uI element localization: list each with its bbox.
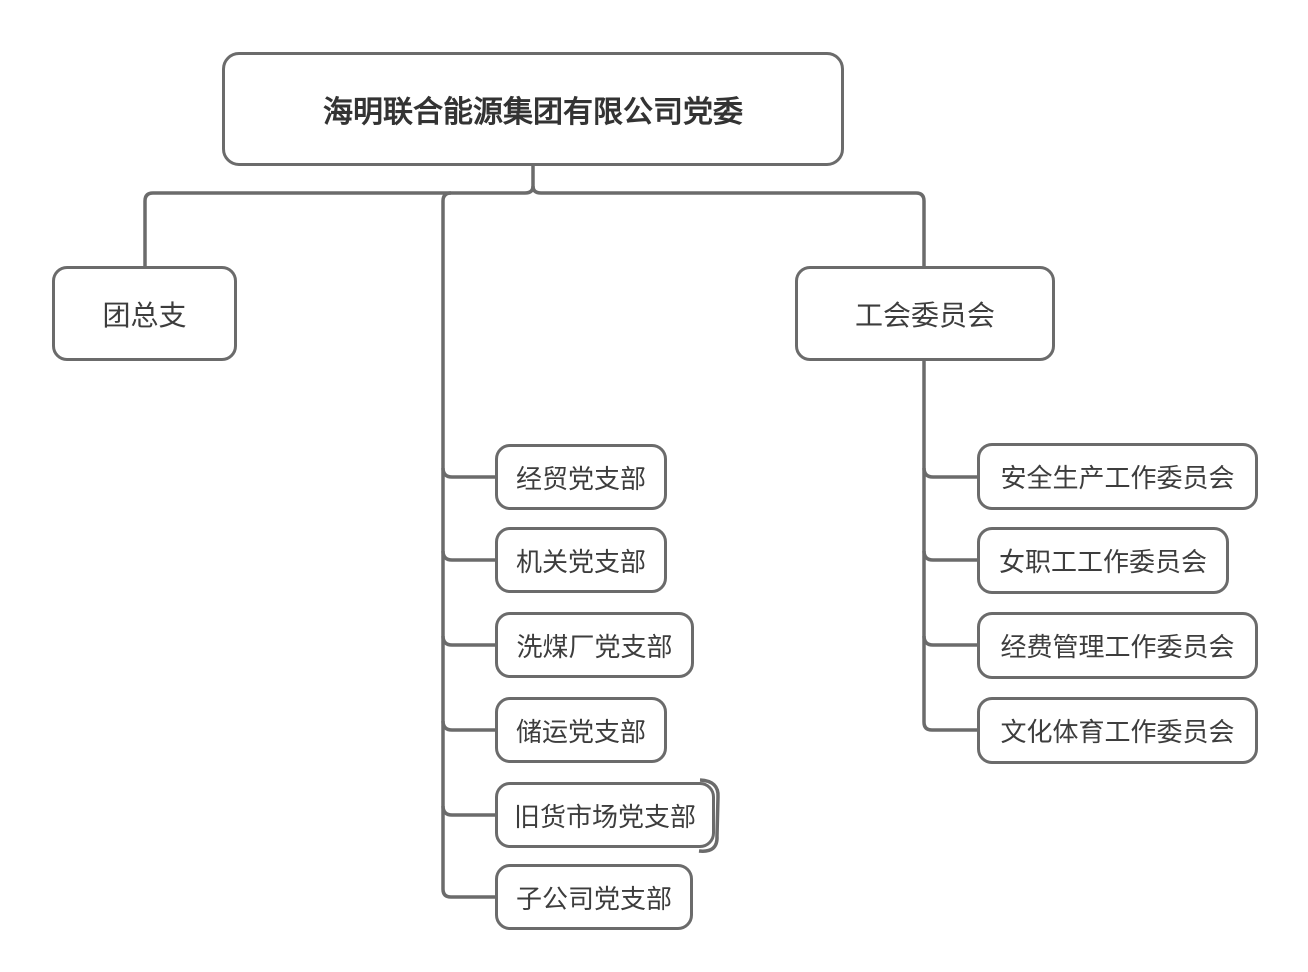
node-party-branch-4-label: 旧货市场党支部 <box>513 801 696 832</box>
node-party-branch-5[interactable]: 子公司党支部 <box>495 864 693 930</box>
node-party-branch-1[interactable]: 机关党支部 <box>495 527 667 593</box>
node-party-branch-3-label: 储运党支部 <box>515 716 646 747</box>
node-union-sub-1[interactable]: 女职工工作委员会 <box>977 527 1229 594</box>
node-union-sub-0[interactable]: 安全生产工作委员会 <box>977 443 1258 510</box>
node-union-sub-1-label: 女职工工作委员会 <box>998 547 1207 577</box>
connector-union-sub-2 <box>922 635 977 647</box>
node-party-branch-0[interactable]: 经贸党支部 <box>495 444 667 510</box>
node-party-branch-2-label: 洗煤厂党支部 <box>516 631 673 662</box>
connector-branch-0 <box>441 467 495 479</box>
node-youth-league-label: 团总支 <box>102 299 187 331</box>
connector-branch-1 <box>441 550 495 562</box>
node-union-sub-3-label: 文化体育工作委员会 <box>1000 717 1235 747</box>
stray-stroke-artifact <box>698 778 720 853</box>
node-union-committee[interactable]: 工会委员会 <box>795 266 1055 361</box>
node-youth-league[interactable]: 团总支 <box>52 266 237 361</box>
node-union-committee-label: 工会委员会 <box>854 299 995 331</box>
node-union-sub-2-label: 经费管理工作委员会 <box>1000 632 1235 662</box>
node-root-label: 海明联合能源集团有限公司党委 <box>323 96 743 129</box>
connector-root-to-youth-league <box>143 166 535 266</box>
node-party-branch-5-label: 子公司党支部 <box>515 883 672 914</box>
connector-union-sub-1 <box>922 550 977 562</box>
connector-branch-4 <box>441 805 495 817</box>
connector-branch-2 <box>441 635 495 647</box>
node-union-sub-0-label: 安全生产工作委员会 <box>1000 463 1235 493</box>
node-party-branch-2[interactable]: 洗煤厂党支部 <box>495 612 694 678</box>
node-root-party-committee[interactable]: 海明联合能源集团有限公司党委 <box>222 52 844 166</box>
connector-root-to-union <box>531 185 926 266</box>
node-party-branch-3[interactable]: 储运党支部 <box>495 697 667 763</box>
connector-union-trunk <box>922 361 977 732</box>
node-union-sub-3[interactable]: 文化体育工作委员会 <box>977 697 1258 764</box>
connector-union-sub-0 <box>922 467 977 479</box>
connector-branch-3 <box>441 720 495 732</box>
node-party-branch-0-label: 经贸党支部 <box>515 463 646 494</box>
node-party-branch-1-label: 机关党支部 <box>515 546 646 577</box>
node-party-branch-4[interactable]: 旧货市场党支部 <box>495 782 715 848</box>
connector-middle-trunk <box>441 191 495 899</box>
node-union-sub-2[interactable]: 经费管理工作委员会 <box>977 612 1258 679</box>
